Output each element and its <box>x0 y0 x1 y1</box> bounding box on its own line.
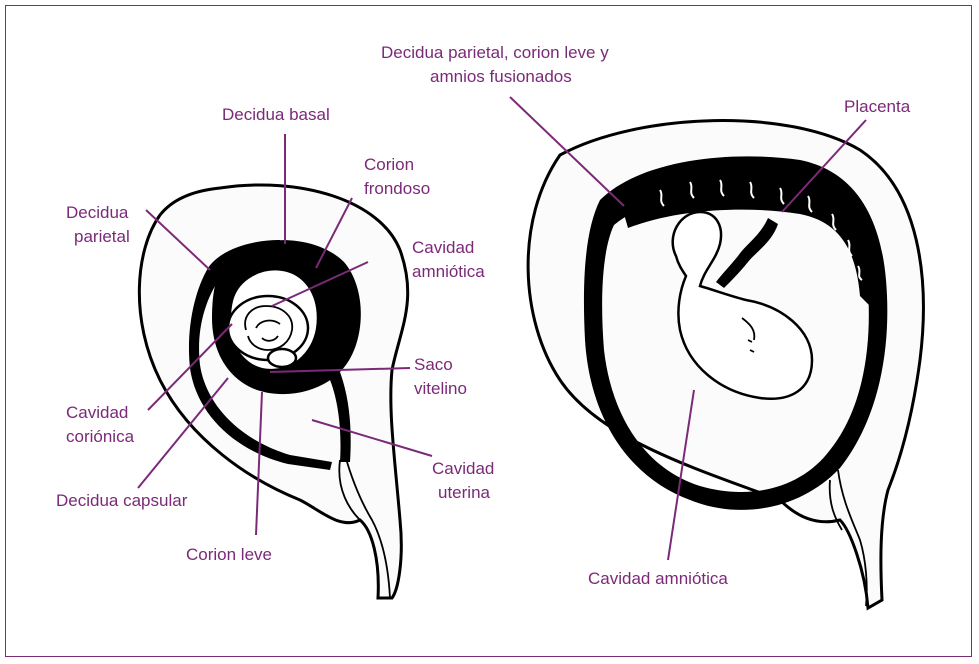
label-saco-vitelino-1: Saco <box>414 355 453 374</box>
label-fusion-2: amnios fusionados <box>430 67 572 86</box>
label-cavidad-corionica-2: coriónica <box>66 427 135 446</box>
label-fusion-1: Decidua parietal, corion leve y <box>381 43 609 62</box>
label-cavidad-corionica-1: Cavidad <box>66 403 128 422</box>
yolk-sac-left <box>268 349 296 367</box>
label-decidua-parietal-1: Decidua <box>66 203 129 222</box>
later-uterus-illustration <box>528 121 923 608</box>
label-decidua-capsular: Decidua capsular <box>56 491 188 510</box>
label-corion-frondoso-2: frondoso <box>364 179 430 198</box>
label-corion-frondoso-1: Corion <box>364 155 414 174</box>
label-cavidad-amniotica-right: Cavidad amniótica <box>588 569 728 588</box>
label-placenta: Placenta <box>844 97 911 116</box>
label-decidua-basal: Decidua basal <box>222 105 330 124</box>
label-decidua-parietal-2: parietal <box>74 227 130 246</box>
early-uterus-illustration <box>139 185 407 598</box>
label-saco-vitelino-2: vitelino <box>414 379 467 398</box>
label-cavidad-amniotica-left-2: amniótica <box>412 262 485 281</box>
label-corion-leve: Corion leve <box>186 545 272 564</box>
label-cavidad-uterina-1: Cavidad <box>432 459 494 478</box>
label-cavidad-uterina-2: uterina <box>438 483 491 502</box>
label-cavidad-amniotica-left-1: Cavidad <box>412 238 474 257</box>
